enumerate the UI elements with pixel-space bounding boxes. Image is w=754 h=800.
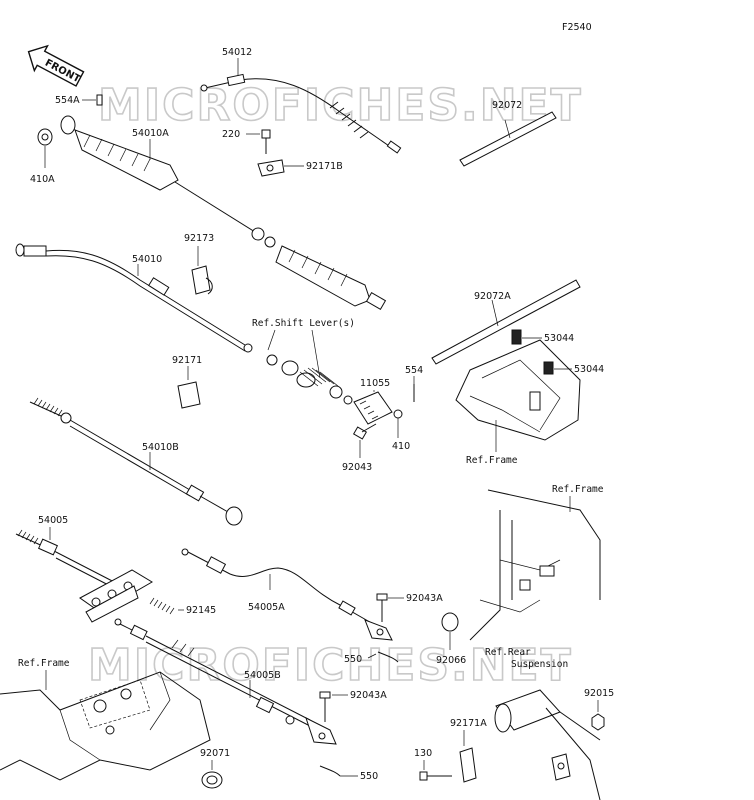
part-label-54005: 54005 xyxy=(38,515,68,526)
part-label-92043: 92043 xyxy=(342,462,372,473)
ref-rear-suspension-line1: Ref.Rear xyxy=(485,647,531,658)
part-label-11055: 11055 xyxy=(360,378,390,389)
part-label-53044-b: 53044 xyxy=(574,364,604,375)
cable-54012-drawing xyxy=(200,73,402,154)
part-label-550-2: 550 xyxy=(360,771,378,782)
part-label-550-1: 550 xyxy=(344,654,362,665)
part-label-54012: 54012 xyxy=(222,47,252,58)
part-label-54010A: 54010A xyxy=(132,128,169,139)
shift-parts-drawing xyxy=(266,354,353,405)
watermark-top: MICROFICHES.NET xyxy=(98,80,583,131)
watermark-bottom: MICROFICHES.NET xyxy=(88,640,573,691)
front-arrow-icon: FRONT xyxy=(27,44,85,87)
part-label-54010: 54010 xyxy=(132,254,162,265)
part-label-92171B: 92171B xyxy=(306,161,343,172)
diagram-code: F2540 xyxy=(562,22,592,33)
part-label-53044-a: 53044 xyxy=(544,333,574,344)
cable-54005B-drawing xyxy=(114,618,337,745)
cable-54005A-drawing xyxy=(181,548,393,641)
part-label-54005B: 54005B xyxy=(244,670,281,681)
part-label-92071: 92071 xyxy=(200,748,230,759)
part-label-410A: 410A xyxy=(30,174,55,185)
cable-54010B-drawing xyxy=(29,397,243,526)
part-label-92171: 92171 xyxy=(172,355,202,366)
part-label-554A: 554A xyxy=(55,95,80,106)
cable-54005-drawing xyxy=(15,529,153,623)
ref-rear-suspension-line2: Suspension xyxy=(511,659,568,670)
part-label-554: 554 xyxy=(405,365,423,376)
part-label-92043A-2: 92043A xyxy=(350,690,387,701)
frame-upper-drawing xyxy=(455,339,581,441)
suspension-arm-drawing xyxy=(494,689,601,800)
part-label-92173: 92173 xyxy=(184,233,214,244)
cable-54010-drawing xyxy=(15,243,253,353)
part-label-130: 130 xyxy=(414,748,432,759)
part-label-92015: 92015 xyxy=(584,688,614,699)
ref-frame-2: Ref.Frame xyxy=(552,484,604,495)
cable-54010A-drawing xyxy=(60,115,387,311)
ref-shift-lever: Ref.Shift Lever(s) xyxy=(252,318,355,329)
part-label-92072A: 92072A xyxy=(474,291,511,302)
ref-frame-1: Ref.Frame xyxy=(466,455,518,466)
part-label-54005A: 54005A xyxy=(248,602,285,613)
frame-lower-drawing xyxy=(0,671,211,781)
part-label-54010B: 54010B xyxy=(142,442,179,453)
frame-middle-drawing xyxy=(469,489,601,641)
ref-frame-3: Ref.Frame xyxy=(18,658,70,669)
part-label-92171A: 92171A xyxy=(450,718,487,729)
part-label-92072: 92072 xyxy=(492,100,522,111)
part-label-92145: 92145 xyxy=(186,605,216,616)
part-label-92043A-1: 92043A xyxy=(406,593,443,604)
part-label-410: 410 xyxy=(392,441,410,452)
part-label-220: 220 xyxy=(222,129,240,140)
part-label-92066: 92066 xyxy=(436,655,466,666)
